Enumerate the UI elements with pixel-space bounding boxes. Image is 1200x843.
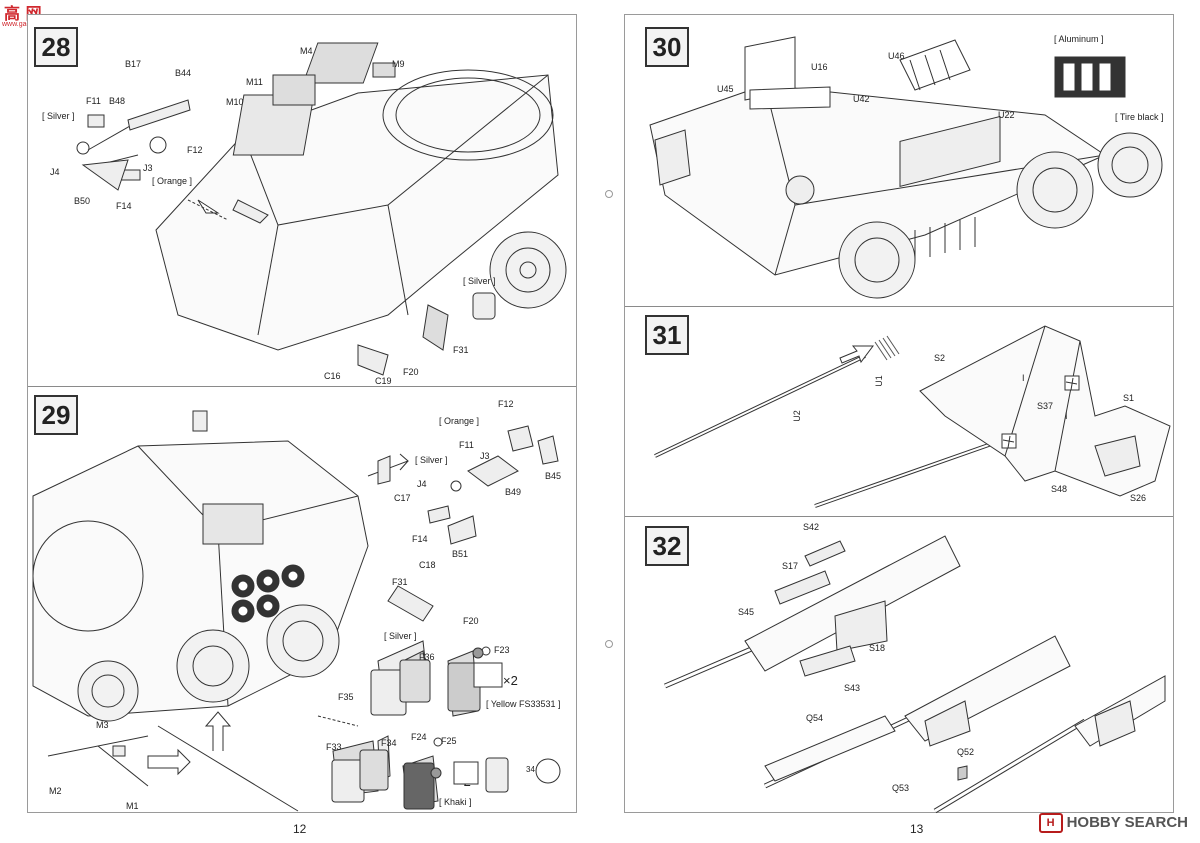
label-u46: U46 (888, 51, 905, 61)
label-m4: M4 (300, 46, 313, 56)
label-b44: B44 (175, 68, 192, 78)
label-q53: Q53 (892, 783, 910, 793)
label-m3: M3 (96, 720, 109, 730)
label-s43: S43 (844, 683, 861, 693)
label-b50: B50 (74, 196, 91, 206)
label-f24: F24 (411, 732, 427, 742)
label-j3: J3 (143, 163, 153, 173)
step-28-hull-diagram (76, 42, 567, 376)
label-s48: S48 (1051, 484, 1068, 494)
label-f31-29: F31 (392, 577, 408, 587)
label-f11-29: F11 (459, 440, 474, 450)
section-divider (28, 386, 576, 387)
label-c18: C18 (419, 560, 436, 570)
label-m9: M9 (392, 59, 405, 69)
label-f33: F33 (326, 742, 342, 752)
label-khaki: [ Khaki ] (439, 797, 472, 807)
label-s37: S37 (1037, 401, 1054, 411)
label-j3-29: J3 (480, 451, 490, 461)
label-f23: F23 (494, 645, 510, 655)
label-b45: B45 (545, 471, 562, 481)
label-f25: F25 (441, 736, 457, 746)
label-f20: F20 (403, 367, 419, 377)
label-silver-29a: [ Silver ] (415, 455, 448, 465)
label-s26: S26 (1130, 493, 1147, 503)
label-f12: F12 (187, 145, 203, 155)
label-times-two-a: ×2 (503, 673, 518, 688)
label-f35: F35 (338, 692, 354, 702)
instruction-page-left: 28 (27, 14, 577, 836)
label-f12-29: F12 (498, 399, 514, 409)
label-u22: U22 (998, 110, 1015, 120)
label-u1: U1 (873, 375, 884, 387)
page-number-left: 12 (293, 822, 307, 836)
label-u42: U42 (853, 94, 870, 104)
section-divider-30 (625, 306, 1173, 307)
section-divider-31 (625, 516, 1173, 517)
label-f34: F34 (381, 738, 397, 748)
label-s42: S42 (803, 522, 820, 532)
step-30-hull-diagram (649, 36, 1163, 299)
step-number-29: 29 (34, 395, 78, 435)
label-m10: M10 (226, 97, 244, 107)
page-number-right: 13 (910, 822, 924, 836)
label-b49: B49 (505, 487, 522, 497)
hobby-search-logo-icon: H (1038, 813, 1063, 833)
label-silver-28a: [ Silver ] (42, 111, 75, 121)
step-number-28: 28 (34, 27, 78, 67)
label-b51: B51 (452, 549, 469, 559)
label-s17: S17 (782, 561, 799, 571)
jerry-can-diagrams (331, 647, 509, 810)
label-aluminum: [ Aluminum ] (1054, 34, 1104, 44)
label-u16: U16 (811, 62, 828, 72)
label-c17: C17 (394, 493, 411, 503)
label-tire-black: [ Tire black ] (1115, 112, 1164, 122)
step-31-barrel-diagram (654, 325, 1171, 508)
label-f11: F11 (86, 96, 101, 106)
label-m1: M1 (126, 801, 139, 811)
label-f14-29: F14 (412, 534, 428, 544)
label-j4: J4 (50, 167, 60, 177)
label-silver-29b: [ Silver ] (384, 631, 417, 641)
label-orange-28: [ Orange ] (152, 176, 193, 186)
step-number-30: 30 (645, 27, 689, 67)
label-s2: S2 (934, 353, 946, 363)
punch-hole (605, 640, 613, 648)
step-32-barrel-diagram (664, 535, 1166, 814)
label-q54: Q54 (806, 713, 824, 723)
label-yellow: [ Yellow FS33531 ] (486, 699, 561, 709)
label-i-second: I (1065, 411, 1068, 421)
label-j4-29: J4 (417, 479, 427, 489)
label-c16: C16 (324, 371, 341, 381)
label-f20-29: F20 (463, 616, 479, 626)
step-number-32: 32 (645, 526, 689, 566)
label-u2: U2 (791, 410, 802, 422)
label-s1: S1 (1123, 393, 1135, 403)
label-m11: M11 (246, 77, 263, 87)
label-i-first: I (1022, 373, 1025, 383)
label-b48: B48 (109, 96, 126, 106)
label-u45: U45 (717, 84, 734, 94)
step-number-31: 31 (645, 315, 689, 355)
punch-hole (605, 190, 613, 198)
label-m2: M2 (49, 786, 62, 796)
label-b17: B17 (125, 59, 142, 69)
hobby-search-text: HOBBY SEARCH (1066, 813, 1188, 831)
label-f14: F14 (116, 201, 132, 211)
label-c19: C19 (375, 376, 392, 386)
label-f31: F31 (453, 345, 469, 355)
instruction-page-right: 30 U16 U45 U42 (624, 14, 1174, 836)
label-s45: S45 (738, 607, 755, 617)
label-orange-29: [ Orange ] (439, 416, 480, 426)
label-silver-28b: [ Silver ] (463, 276, 496, 286)
label-f36: F36 (419, 652, 435, 662)
label-q52: Q52 (957, 747, 975, 757)
label-s18: S18 (869, 643, 886, 653)
label-circle-34: 34 (526, 765, 535, 774)
